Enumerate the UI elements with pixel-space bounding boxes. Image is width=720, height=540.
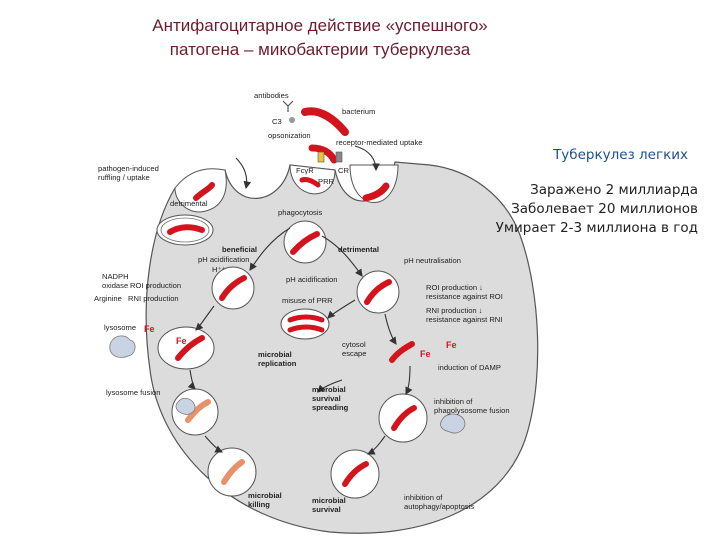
label-ph-neutral: pH neutralisation [404,256,461,265]
label-detrimental-top: detrimental [170,199,208,208]
label-roi-prod-left: ROI production [130,281,181,290]
label-inhibition-auto-2: autophagy/apoptosis [404,502,474,511]
label-cr: CR [338,166,349,175]
label-resist-rni: resistance against RNI [426,315,502,324]
fe-label-2: Fe [144,324,155,334]
stat-deaths: Умирает 2-3 миллиона в год [468,219,698,238]
label-nadph-1: NADPH [102,272,129,281]
label-fcyr: FcγR [296,166,314,175]
label-microbial-survival-2: survival [312,505,341,514]
fe-label-4: Fe [446,340,457,350]
label-microbial-replication-1: microbial [258,350,292,359]
label-c3: C3 [272,117,282,126]
label-phagocytosis: phagocytosis [278,208,323,217]
label-cytosol-2: escape [342,349,367,358]
label-rni-prod-right: RNI production ↓ [426,306,483,315]
stat-sick: Заболевает 20 миллионов [468,200,698,219]
bacterium-outside [305,111,345,132]
fcyr-receptor-icon [318,152,324,162]
label-lysosome: lysosome [104,323,136,332]
label-beneficial: beneficial [222,245,257,254]
tb-statistics-panel: Туберкулез легких Заражено 2 миллиарда З… [468,146,698,238]
label-resist-roi: resistance against ROI [426,292,503,301]
label-inhibition-phago-1: inhibition of [434,397,473,406]
label-nadph-2: oxidase [102,281,128,290]
label-bacterium: bacterium [342,107,375,116]
cr-receptor-icon [336,152,342,162]
label-survival-spread-1: microbial [312,385,346,394]
fe-label-3: Fe [420,349,431,359]
label-microbial-killing-1: microbial [248,491,282,500]
label-antibodies: antibodies [254,91,289,100]
label-microbial-replication-2: replication [258,359,297,368]
label-detrimental-mid: detrimental [338,245,379,254]
label-prr: PRR [318,177,335,186]
c3-icon [289,117,295,123]
label-survival-spread-2: survival [312,394,341,403]
label-receptor-uptake: receptor-mediated uptake [336,138,423,147]
antibody-icon [283,101,293,112]
label-microbial-survival-1: microbial [312,496,346,505]
label-inhibition-auto-1: inhibition of [404,493,443,502]
vacuole-misuse-prr [281,309,329,339]
label-microbial-killing-2: killing [248,500,270,509]
label-cytosol-1: cytosol [342,340,366,349]
stat-infected: Заражено 2 миллиарда [468,181,698,200]
label-arginine: Arginine [94,294,122,303]
label-opsonization: opsonization [268,131,311,140]
label-h-plus: H⁺⁺ [212,265,226,274]
fe-label-1: Fe [176,336,187,346]
label-survival-spread-3: spreading [312,403,349,412]
label-lysosome-fusion: lysosome fusion [106,388,160,397]
label-pathogen-ruffling-2: ruffling / uptake [98,173,150,182]
label-ph-acid-left: pH acidification [198,255,250,264]
label-inhibition-phago-2: phagolysosome fusion [434,406,510,415]
tb-heading: Туберкулез легких [468,146,688,165]
label-misuse-prr: misuse of PRR [282,296,333,305]
label-induction-damp: induction of DAMP [438,363,501,372]
lysosome-fusing-icon [176,398,195,414]
label-roi-prod-right: ROI production ↓ [426,283,483,292]
label-ph-acid-mid: pH acidification [286,275,338,284]
lysosome-icon [110,336,135,358]
label-pathogen-ruffling-1: pathogen-induced [98,164,159,173]
label-rni-prod-left: RNI production [128,294,179,303]
